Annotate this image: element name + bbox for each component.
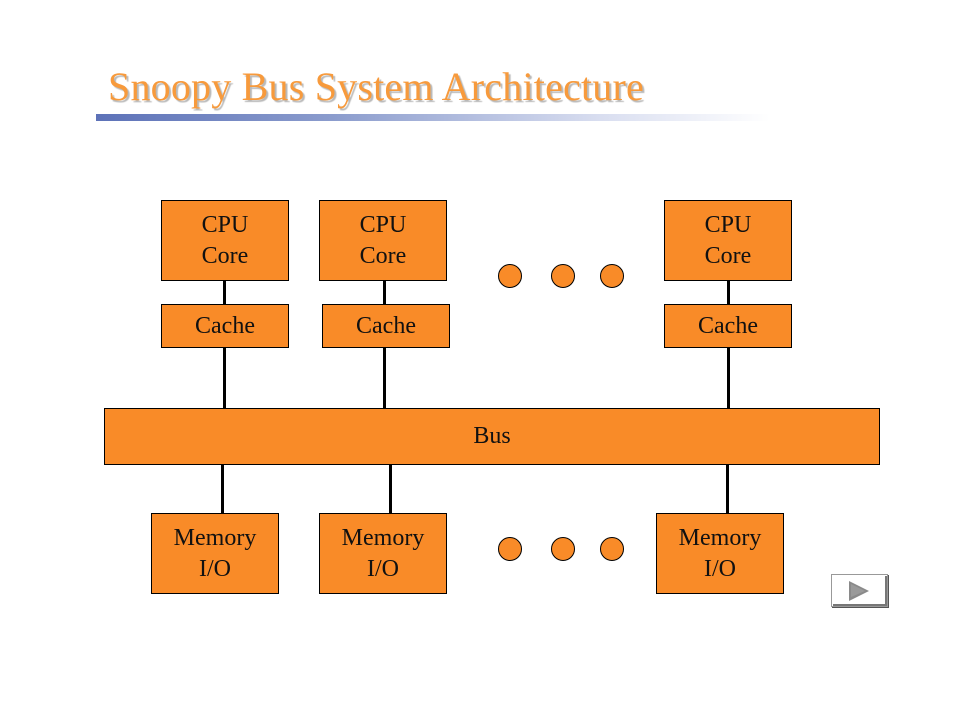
memory-label-line2: I/O — [367, 555, 399, 582]
bus-memory-connector-2 — [389, 465, 392, 513]
ellipsis-dot-top-2 — [551, 264, 575, 288]
cpu-cache-connector-3 — [727, 281, 730, 304]
cache-1: Cache — [161, 304, 289, 348]
cache-label: Cache — [195, 312, 255, 339]
cpu-core-1: CPU Core — [161, 200, 289, 281]
ellipsis-dot-bottom-1 — [498, 537, 522, 561]
cache-label: Cache — [698, 312, 758, 339]
ellipsis-dot-bottom-2 — [551, 537, 575, 561]
cpu-core-2: CPU Core — [319, 200, 447, 281]
next-slide-button[interactable] — [831, 574, 888, 607]
memory-label-line2: I/O — [199, 555, 231, 582]
cpu-cache-connector-2 — [383, 281, 386, 304]
cpu-core-label-line2: Core — [704, 242, 752, 269]
memory-label-line1: Memory — [173, 524, 257, 551]
cpu-core-label-line1: CPU — [201, 211, 249, 238]
system-bus: Bus — [104, 408, 880, 465]
cpu-core-label-line1: CPU — [704, 211, 752, 238]
bus-memory-connector-3 — [726, 465, 729, 513]
cache-bus-connector-2 — [383, 348, 386, 408]
slide-title: Snoopy Bus System Architecture — [108, 64, 644, 109]
memory-io-3: Memory I/O — [656, 513, 784, 594]
ellipsis-dot-top-3 — [600, 264, 624, 288]
cache-3: Cache — [664, 304, 792, 348]
cpu-core-label-line1: CPU — [359, 211, 407, 238]
bus-label: Bus — [473, 423, 511, 449]
memory-label-line2: I/O — [704, 555, 736, 582]
cpu-core-3: CPU Core — [664, 200, 792, 281]
title-underline — [96, 114, 770, 121]
cache-bus-connector-3 — [727, 348, 730, 408]
cpu-core-label-line2: Core — [359, 242, 407, 269]
memory-io-2: Memory I/O — [319, 513, 447, 594]
memory-io-1: Memory I/O — [151, 513, 279, 594]
memory-label-line1: Memory — [341, 524, 425, 551]
cache-label: Cache — [356, 312, 416, 339]
cpu-cache-connector-1 — [223, 281, 226, 304]
memory-label-line1: Memory — [678, 524, 762, 551]
cache-2: Cache — [322, 304, 450, 348]
ellipsis-dot-top-1 — [498, 264, 522, 288]
ellipsis-dot-bottom-3 — [600, 537, 624, 561]
cpu-core-label-line2: Core — [201, 242, 249, 269]
play-triangle-icon — [849, 581, 869, 601]
cache-bus-connector-1 — [223, 348, 226, 408]
bus-memory-connector-1 — [221, 465, 224, 513]
